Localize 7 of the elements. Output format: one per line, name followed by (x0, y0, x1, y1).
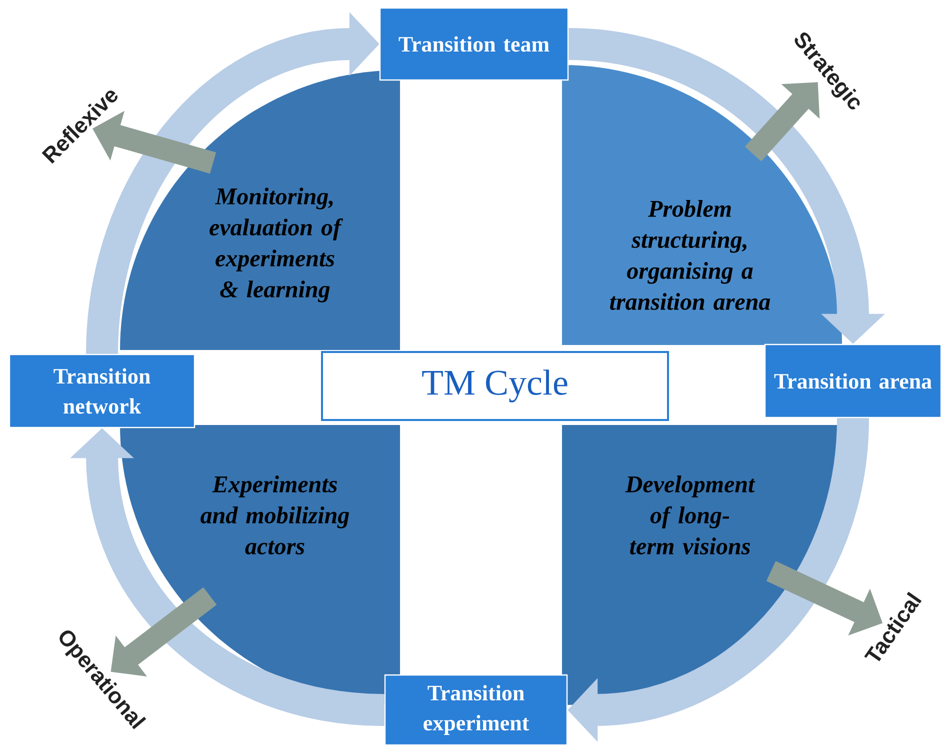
quadrant-sector: Monitoring, evaluation of experiments & learning (120, 70, 400, 350)
quadrant-sector: Development of long-term visions (562, 425, 842, 705)
title-box: TM Cycle (321, 351, 669, 421)
label-box: Transition experiment (384, 674, 568, 746)
label-box: Transition network (8, 354, 196, 428)
label-box: Transition team (379, 7, 569, 81)
label-box: Transition arena (764, 344, 941, 418)
